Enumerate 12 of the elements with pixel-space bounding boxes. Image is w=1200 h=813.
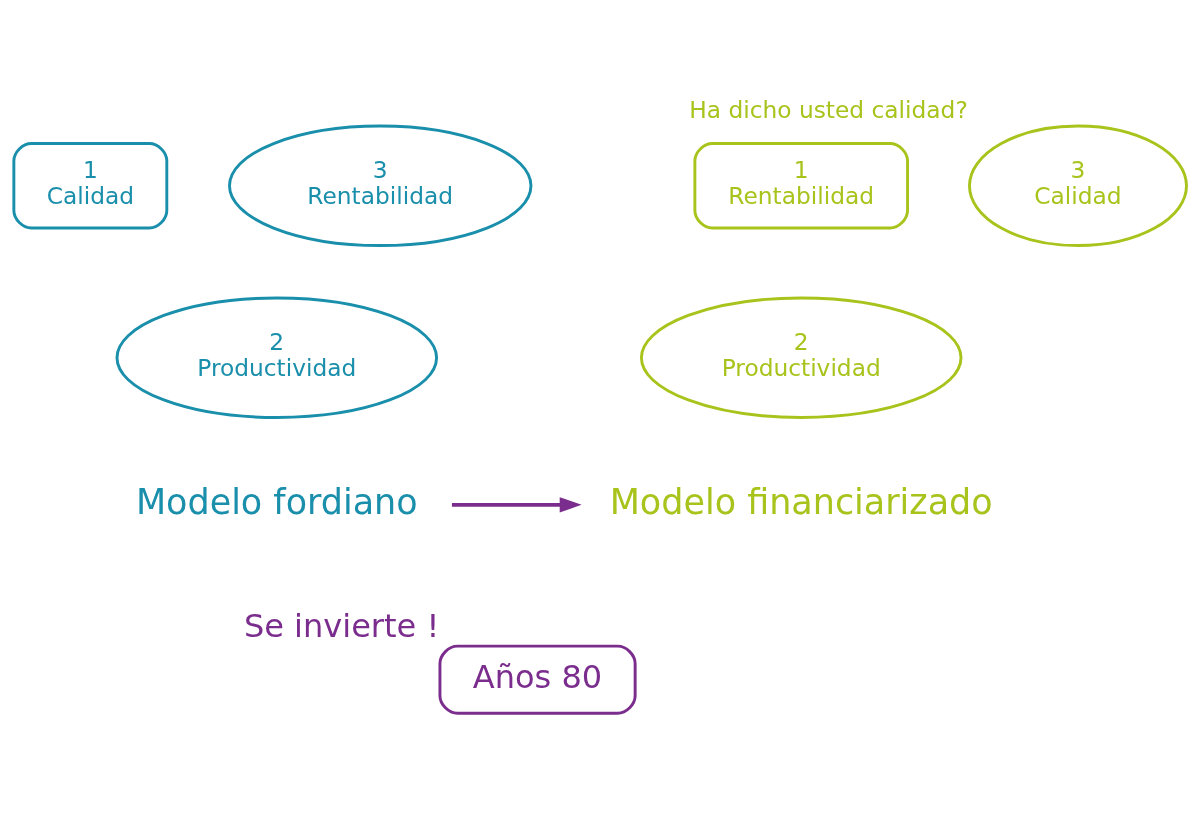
node-label: Ha dicho usted calidad?: [689, 96, 968, 124]
node-box: 1 Rentabilidad: [693, 142, 909, 230]
node-text: Modelo fordiano: [135, 481, 418, 522]
node-label: Se invierte !: [243, 606, 440, 645]
node-text: Modelo financiarizado: [609, 481, 993, 522]
node-box: Años 80: [438, 644, 637, 715]
node-box: 1 Calidad: [12, 142, 169, 230]
arrow: [451, 497, 582, 513]
node-ellipse: 2 Productividad: [115, 296, 439, 419]
node-ellipse: 3 Rentabilidad: [228, 124, 533, 247]
node-ellipse: 2 Productividad: [639, 296, 963, 419]
node-ellipse: 3 Calidad: [968, 124, 1188, 247]
